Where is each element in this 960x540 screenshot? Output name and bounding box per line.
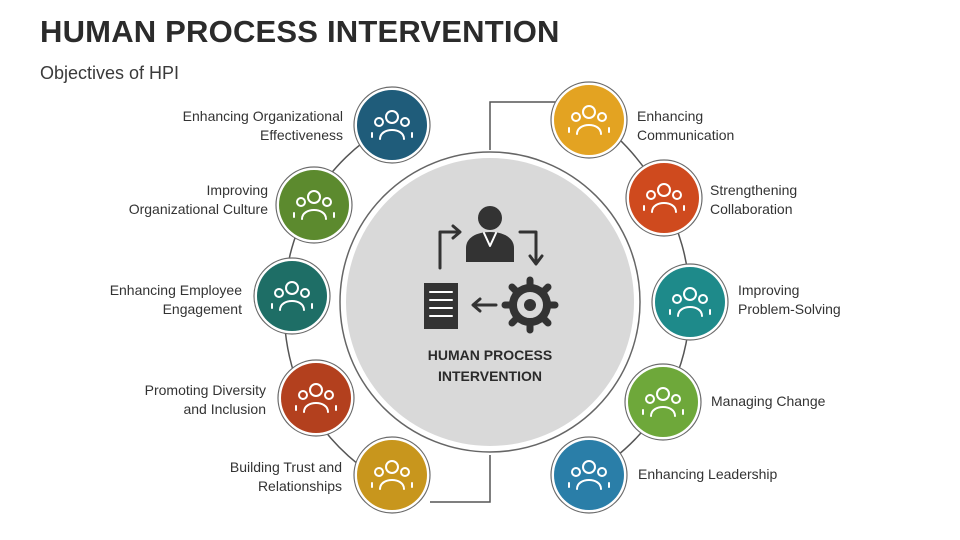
label-collaboration: Strengthening Collaboration: [710, 181, 797, 219]
process-cycle-icon: [424, 206, 559, 334]
right-node-5: [550, 436, 628, 514]
label-line: Promoting Diversity: [144, 382, 266, 398]
right-node-2: [625, 159, 703, 237]
left-node-1: [353, 86, 431, 164]
label-employee-engagement: Enhancing Employee Engagement: [110, 281, 242, 319]
label-managing-change: Managing Change: [711, 392, 825, 411]
left-node-3: [253, 257, 331, 335]
label-line: Engagement: [162, 301, 242, 317]
right-node-4: [624, 363, 702, 441]
center-title: HUMAN PROCESS INTERVENTION: [400, 345, 580, 387]
label-line: Improving: [206, 182, 268, 198]
left-node-2: [275, 166, 353, 244]
bulb-puzzle-icon: [669, 287, 711, 317]
label-line: Improving: [738, 282, 800, 298]
node-fill: [629, 163, 699, 233]
label-line: Enhancing Organizational: [182, 108, 343, 124]
node-fill: [554, 440, 624, 510]
node-fill: [554, 85, 624, 155]
handshake-icon: [371, 460, 413, 490]
node-fill: [655, 267, 725, 337]
label-line: Effectiveness: [259, 127, 343, 143]
slide-subtitle: Objectives of HPI: [40, 63, 180, 83]
node-fill: [279, 170, 349, 240]
bottom-bracket: [430, 455, 491, 503]
change-gear-icon: [642, 387, 684, 417]
right-node-1: [550, 81, 628, 159]
center-title-line1: HUMAN PROCESS: [427, 347, 553, 363]
label-leadership: Enhancing Leadership: [638, 465, 777, 484]
leadership-stairs-icon: [568, 460, 610, 490]
label-line: Communication: [637, 127, 735, 143]
top-bracket: [489, 101, 560, 150]
center-circle: [346, 158, 634, 446]
label-line: Strengthening: [710, 182, 798, 198]
right-node-3: [651, 263, 729, 341]
left-node-5: [353, 436, 431, 514]
label-line: Enhancing Employee: [109, 282, 242, 298]
label-line: Organizational Culture: [128, 201, 268, 217]
label-organizational-effectiveness: Enhancing Organizational Effectiveness: [183, 107, 343, 145]
node-fill: [628, 367, 698, 437]
node-fill: [281, 363, 351, 433]
label-line: Collaboration: [710, 201, 793, 217]
label-line: Enhancing Leadership: [638, 466, 778, 482]
center-title-line2: INTERVENTION: [438, 368, 542, 384]
culture-building-icon: [293, 190, 335, 220]
node-fill: [357, 440, 427, 510]
label-line: Building Trust and: [229, 459, 342, 475]
label-line: Problem-Solving: [738, 301, 841, 317]
label-trust-relationships: Building Trust and Relationships: [230, 458, 342, 496]
puzzle-hands-icon: [643, 183, 685, 213]
node-fill: [357, 90, 427, 160]
label-line: Relationships: [257, 478, 342, 494]
left-node-4: [277, 359, 355, 437]
label-problem-solving: Improving Problem-Solving: [738, 281, 841, 319]
label-line: Enhancing: [637, 108, 704, 124]
team-engagement-icon: [271, 281, 313, 311]
label-communication: Enhancing Communication: [637, 107, 734, 145]
label-line: Managing Change: [711, 393, 826, 409]
slide-title: HUMAN PROCESS INTERVENTION: [40, 14, 560, 49]
label-organizational-culture: Improving Organizational Culture: [129, 181, 268, 219]
node-fill: [257, 261, 327, 331]
diversity-network-icon: [295, 383, 337, 413]
communication-icon: [568, 105, 610, 135]
label-diversity-inclusion: Promoting Diversity and Inclusion: [145, 381, 266, 419]
label-line: and Inclusion: [183, 401, 266, 417]
people-growth-icon: [371, 110, 413, 140]
